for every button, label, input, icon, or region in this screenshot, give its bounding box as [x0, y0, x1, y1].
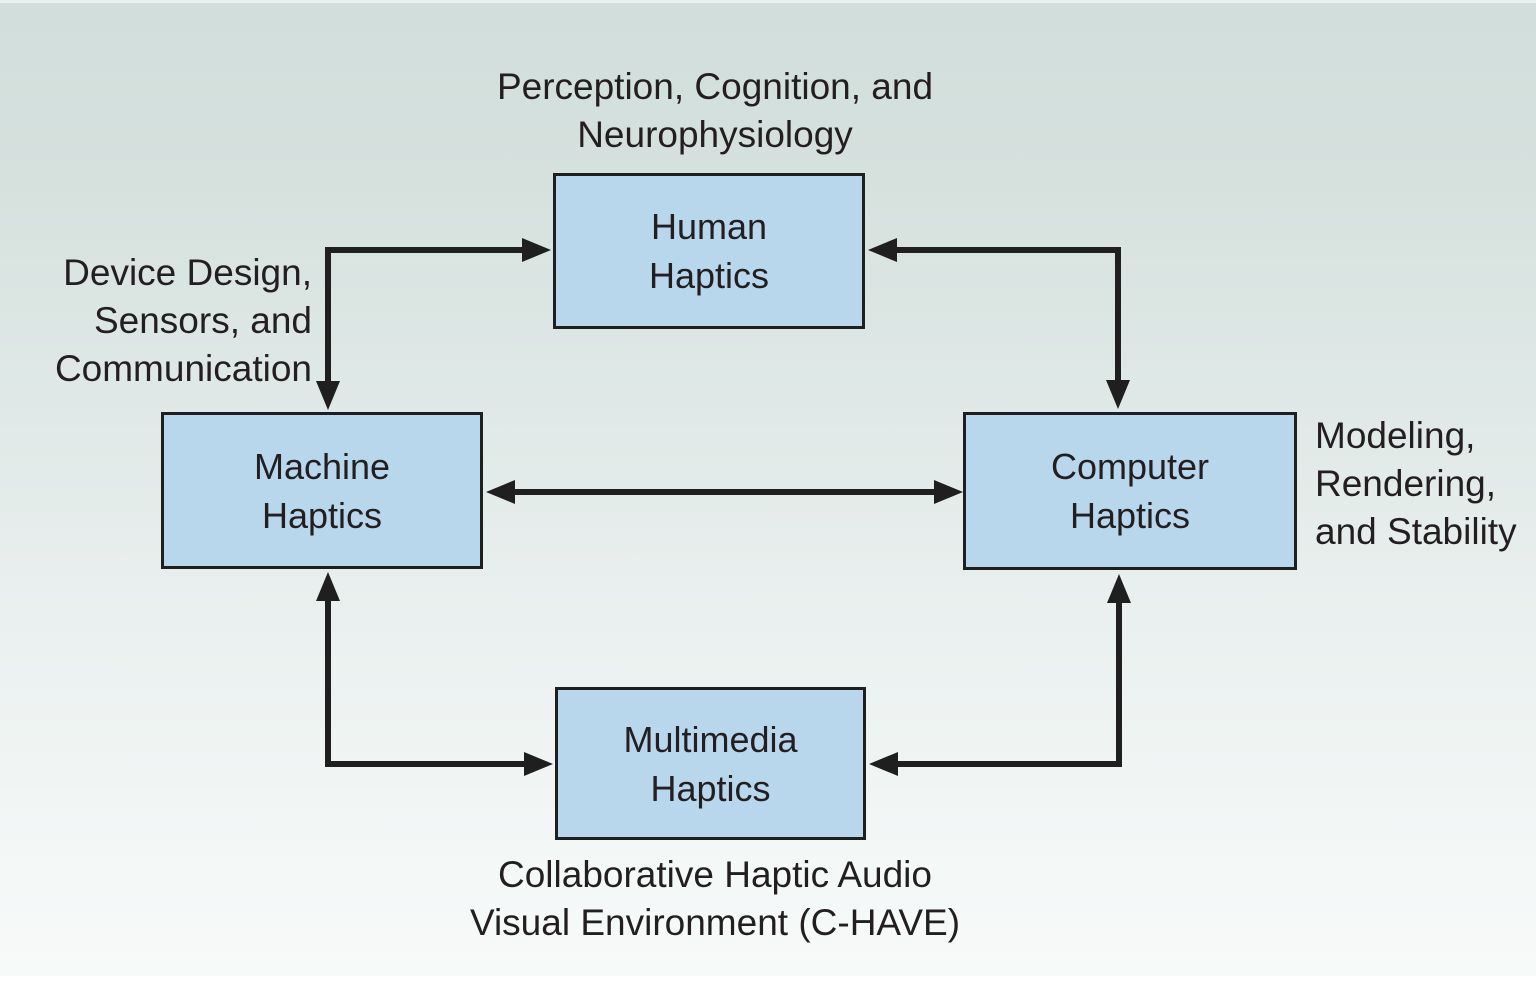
node-computer-haptics-label: Computer Haptics: [1050, 446, 1210, 536]
arrow-human-computer: [868, 238, 1130, 409]
node-machine-haptics: Machine Haptics: [161, 412, 483, 569]
node-human-haptics: Human Haptics: [553, 173, 865, 329]
node-computer-haptics: Computer Haptics: [963, 412, 1297, 570]
annotation-c-have: Collaborative Haptic Audio Visual Enviro…: [469, 854, 961, 943]
bottom-page-margin: [0, 976, 1536, 993]
node-multimedia-haptics: Multimedia Haptics: [555, 687, 866, 840]
node-multimedia-haptics-label: Multimedia Haptics: [623, 718, 798, 809]
arrow-machine-computer: [486, 480, 963, 504]
node-machine-haptics-label: Machine Haptics: [253, 445, 391, 536]
top-edge-highlight: [0, 0, 1536, 3]
arrow-computer-multimedia: [869, 574, 1131, 776]
annotation-perception-cognition: Perception, Cognition, and Neurophysiolo…: [496, 66, 934, 155]
annotation-modeling-rendering: Modeling, Rendering, and Stability: [1315, 415, 1517, 552]
node-human-haptics-label: Human Haptics: [648, 206, 770, 296]
arrow-machine-human: [316, 238, 551, 410]
annotation-device-design: Device Design, Sensors, and Communicatio…: [54, 252, 312, 389]
arrow-machine-multimedia: [316, 572, 553, 776]
